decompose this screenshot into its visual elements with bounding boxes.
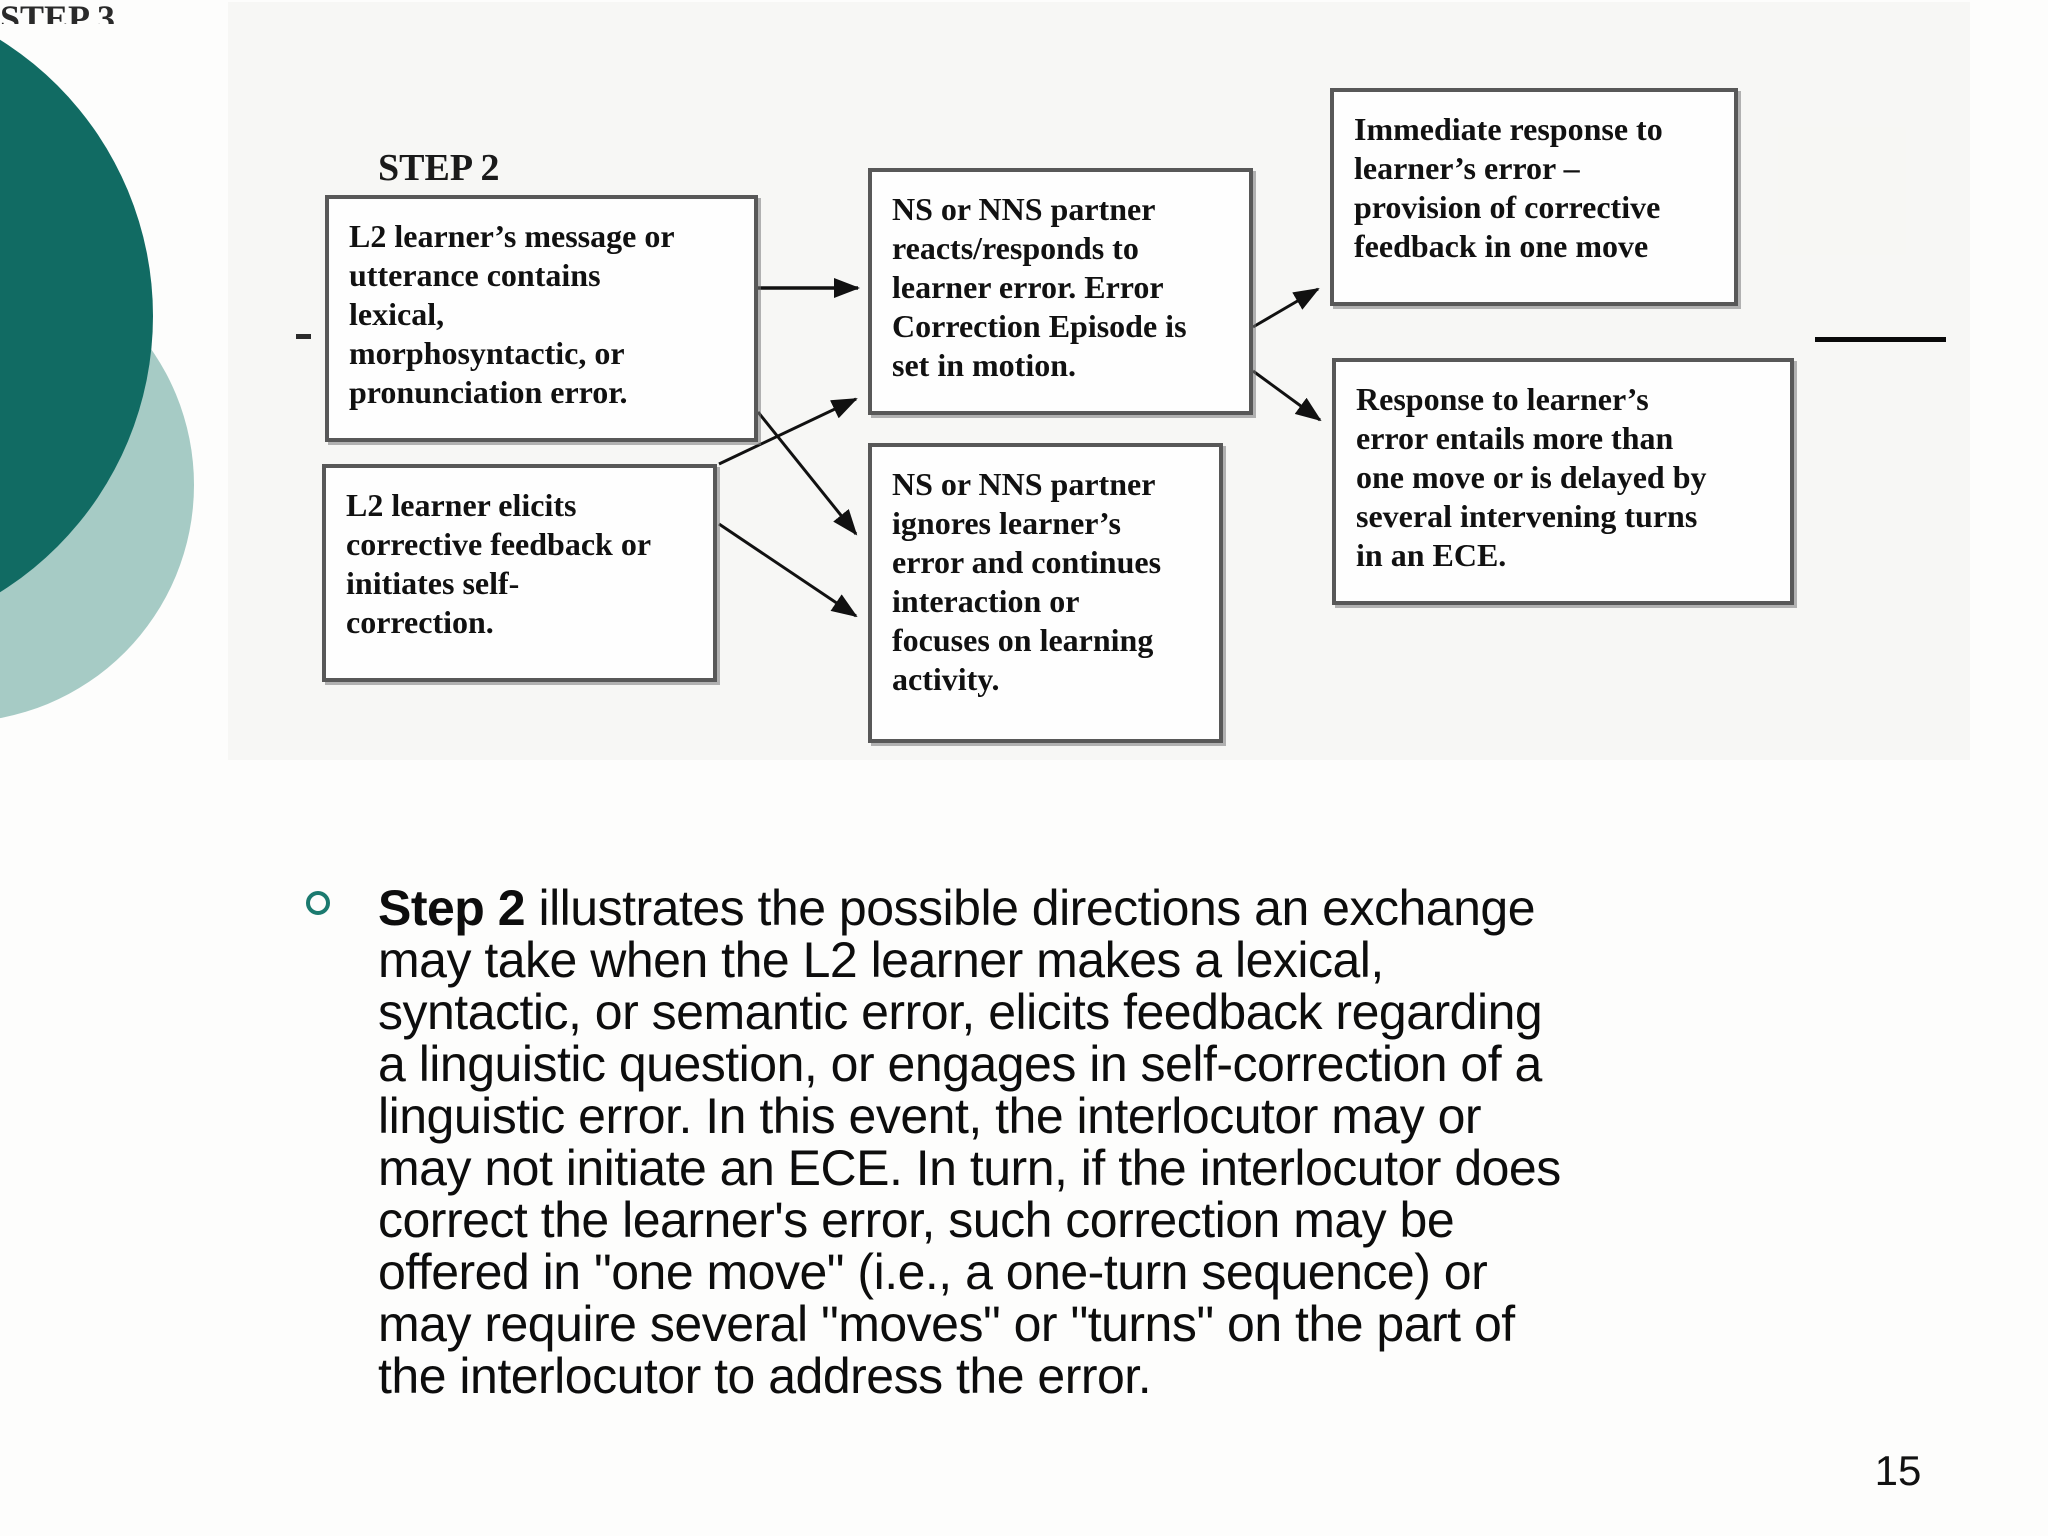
arrow-reacts-to-delayed [1252, 369, 1322, 422]
text-line: activity. [892, 661, 1000, 697]
text-line: learner’s error – [1354, 150, 1580, 186]
step3-label: STEP 3 [0, 0, 116, 24]
text-line: L2 learner’s message or [349, 218, 675, 254]
text-line: Immediate response to [1354, 111, 1663, 147]
text-line: corrective feedback or [346, 526, 652, 562]
page-number: 15 [1874, 1447, 1922, 1494]
bullet-lines: may take when the L2 learner makes a lex… [378, 934, 1858, 1402]
text-line: syntactic, or semantic error, elicits fe… [378, 984, 1543, 1040]
text-line: interaction or [892, 583, 1080, 619]
text-line: correction. [346, 604, 494, 640]
text-line: set in motion. [892, 347, 1076, 383]
text-line: several intervening turns [1356, 498, 1698, 534]
text-line: in an ECE. [1356, 537, 1507, 573]
text-line: lexical, [349, 296, 445, 332]
bullet-bold-lead: Step 2 [378, 880, 526, 936]
text-line: pronunciation error. [349, 374, 628, 410]
text-line: initiates self- [346, 565, 520, 601]
bullet-line-first: Step 2 illustrates the possible directio… [378, 882, 1858, 934]
text-line: Response to learner’s [1356, 381, 1649, 417]
step2-label: STEP 2 [378, 147, 500, 189]
arrow-reacts-to-immediate [1252, 287, 1320, 329]
text-line: ignores learner’s [892, 505, 1121, 541]
separator-line [1815, 337, 1946, 342]
text-line: may take when the L2 learner makes a lex… [378, 932, 1384, 988]
text-line: learner error. Error [892, 269, 1164, 305]
text-line: one move or is delayed by [1356, 459, 1707, 495]
text-line: correct the learner's error, such correc… [378, 1192, 1455, 1248]
text-line: may require several "moves" or "turns" o… [378, 1296, 1515, 1352]
text-line: a linguistic question, or engages in sel… [378, 1036, 1542, 1092]
arrow-elicits-to-reacts [718, 397, 858, 466]
text-line: provision of corrective [1354, 189, 1661, 225]
text-line: NS or NNS partner [892, 191, 1156, 227]
text-line: NS or NNS partner [892, 466, 1156, 502]
bullet-paragraph: Step 2 illustrates the possible directio… [378, 882, 1858, 1402]
text-line: reacts/responds to [892, 230, 1139, 266]
text-line: error entails more than [1356, 420, 1674, 456]
bullet-first-line-rest: illustrates the possible directions an e… [525, 880, 1535, 936]
text-line: feedback in one move [1354, 228, 1649, 264]
dash-mark [296, 334, 311, 339]
text-line: focuses on learning [892, 622, 1154, 658]
step3-label-clipped: STEP 3 [0, 0, 220, 24]
text-line: may not initiate an ECE. In turn, if the… [378, 1140, 1561, 1196]
text-line: morphosyntactic, or [349, 335, 625, 371]
text-line: offered in "one move" (i.e., a one-turn … [378, 1244, 1488, 1300]
arrow-error-to-ignores [756, 411, 858, 536]
text-line: the interlocutor to address the error. [378, 1348, 1152, 1404]
text-line: error and continues [892, 544, 1162, 580]
text-line: utterance contains [349, 257, 601, 293]
text-line: linguistic error. In this event, the int… [378, 1088, 1482, 1144]
text-line: Correction Episode is [892, 308, 1187, 344]
text-line: L2 learner elicits [346, 487, 577, 523]
bullet-circle-icon [306, 891, 330, 915]
arrow-elicits-to-ignores [718, 522, 858, 618]
